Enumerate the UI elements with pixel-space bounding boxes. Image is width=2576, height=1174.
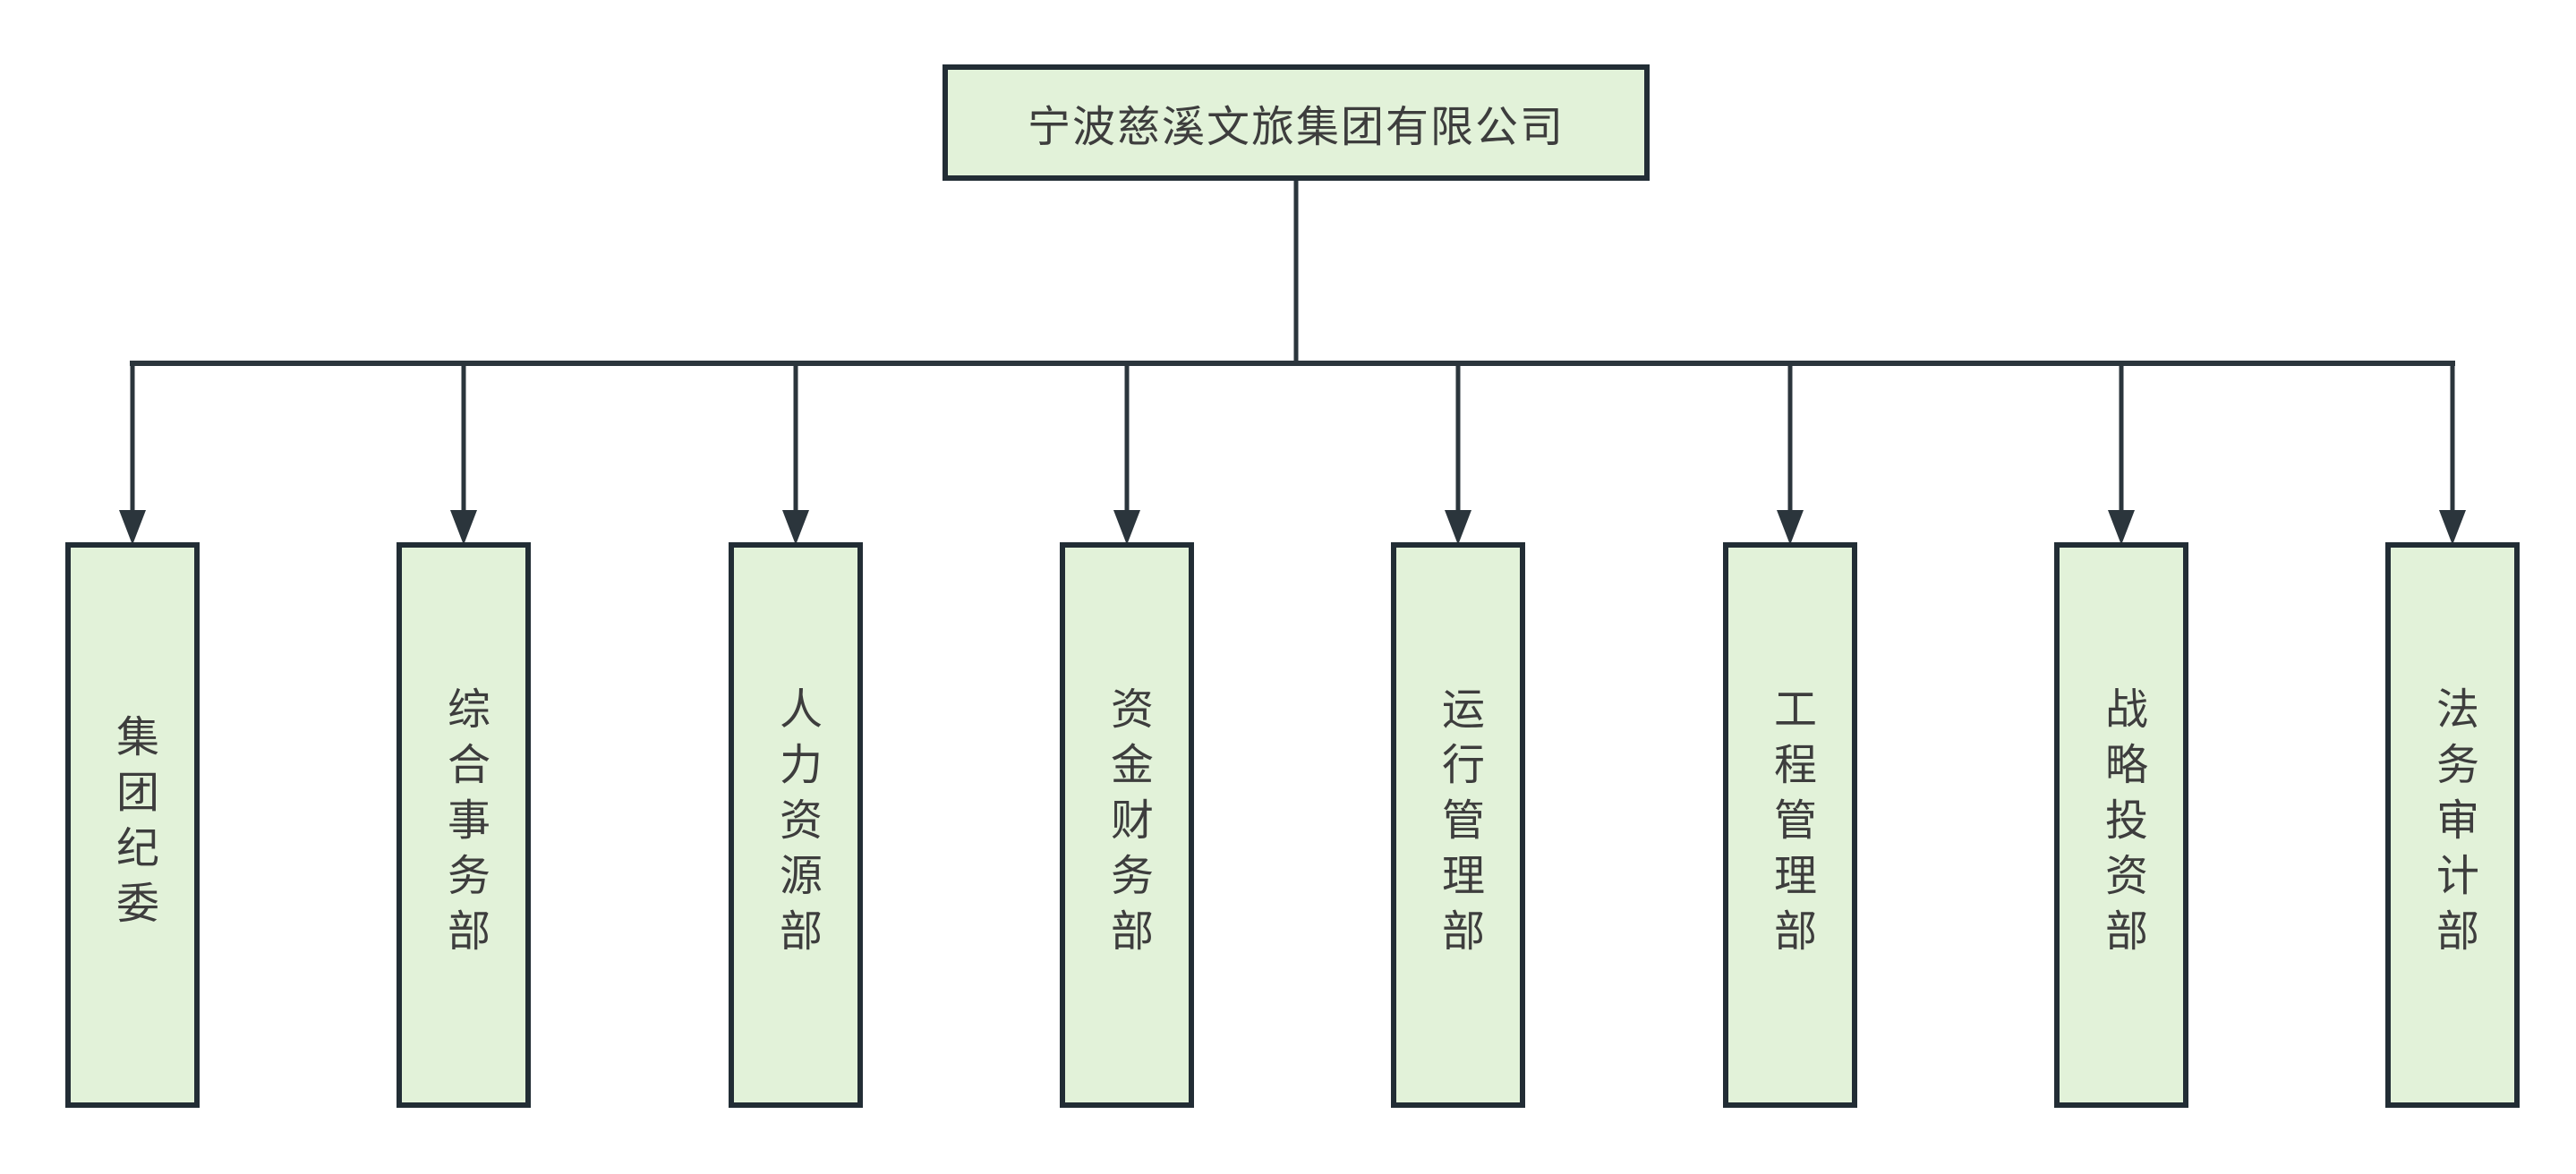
dept-node: 运行管理部 [1391,542,1525,1108]
arrowhead-icon [450,510,477,545]
arrowhead-icon [1113,510,1140,545]
org-root-label: 宁波慈溪文旅集团有限公司 [1027,104,1565,151]
dept-label: 战略投资部 [2098,686,2145,964]
dept-label: 运行管理部 [1435,686,1482,964]
dept-node: 法务审计部 [2385,542,2520,1108]
connector-drop [1777,361,1804,545]
arrowhead-icon [2439,510,2466,545]
connector-drop [782,361,809,545]
dept-label: 法务审计部 [2429,686,2477,964]
connector-drop [2439,361,2466,545]
dept-node: 工程管理部 [1723,542,1857,1108]
dept-node: 战略投资部 [2054,542,2188,1108]
dept-label: 工程管理部 [1767,686,1814,964]
connector-drop [1445,361,1471,545]
dept-node: 集团纪委 [65,542,200,1108]
arrowhead-icon [1445,510,1471,545]
dept-label: 综合事务部 [440,686,488,964]
dept-label: 集团纪委 [109,714,157,936]
org-root-node: 宁波慈溪文旅集团有限公司 [943,64,1650,181]
arrowhead-icon [782,510,809,545]
arrowhead-icon [1777,510,1804,545]
connector-drop [119,361,146,545]
connector-drop [2108,361,2135,545]
dept-node: 综合事务部 [397,542,531,1108]
dept-label: 人力资源部 [772,686,820,964]
arrowhead-icon [2108,510,2135,545]
dept-node: 人力资源部 [729,542,863,1108]
dept-label: 资金财务部 [1104,686,1151,964]
connector-drop [450,361,477,545]
arrowhead-icon [119,510,146,545]
dept-node: 资金财务部 [1060,542,1194,1108]
connector-drop [1113,361,1140,545]
